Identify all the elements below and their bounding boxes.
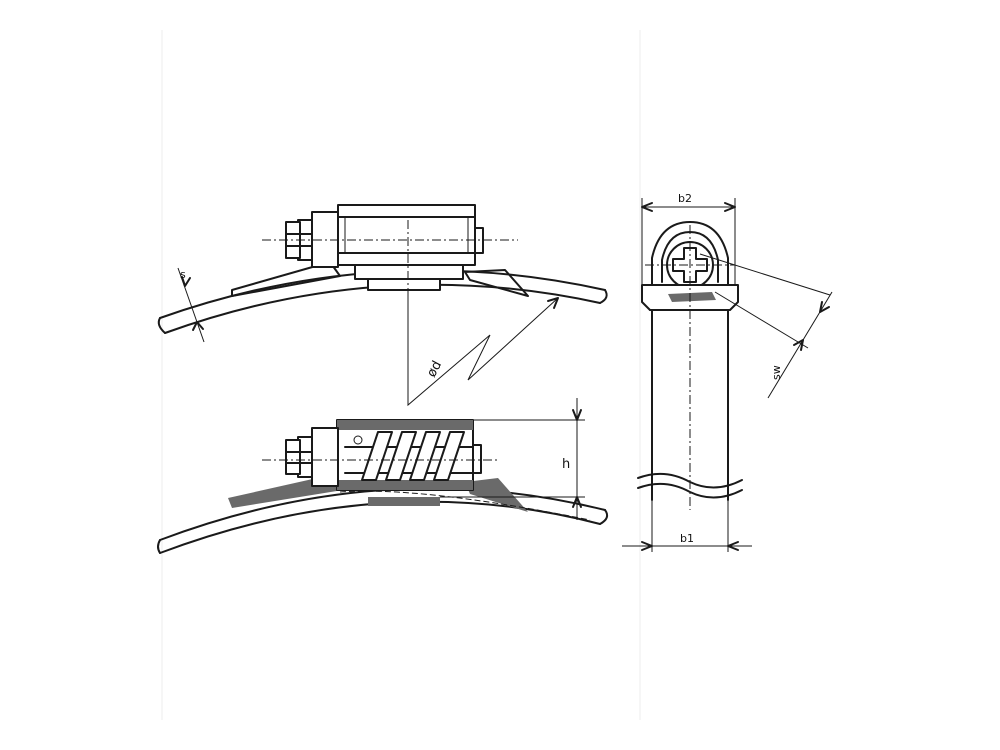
band-slot-pattern — [339, 490, 591, 521]
sw-dimension-line — [767, 291, 833, 399]
diameter-leader: ød — [407, 288, 559, 407]
band-inner-bottom — [159, 500, 601, 554]
housing-bottom-hatched — [368, 497, 440, 506]
housing-body — [337, 204, 476, 266]
housing-bottom-plate — [367, 278, 441, 291]
band-break-right — [599, 289, 608, 304]
top-side-view: s — [157, 204, 608, 343]
sheet-border-lines — [161, 30, 641, 720]
front-view: b2 b1 sw — [622, 192, 833, 552]
band-outer-bottom — [159, 487, 606, 541]
worm-thread — [344, 431, 474, 481]
left-flap — [231, 261, 341, 297]
band-hatched-right — [465, 478, 528, 512]
right-flap — [464, 269, 529, 297]
screw-head-bottom — [311, 427, 339, 487]
band-break-left — [157, 317, 166, 334]
bottom-section-view: h — [157, 398, 609, 554]
sw-label: sw — [770, 365, 783, 380]
diameter-label: ød — [424, 359, 445, 380]
s-label: s — [180, 268, 186, 281]
diameter-zigzag-line — [407, 288, 559, 407]
b2-label: b2 — [678, 192, 692, 205]
band-inner-top — [164, 283, 601, 334]
b1-label: b1 — [680, 532, 694, 545]
h-label: h — [562, 457, 570, 472]
